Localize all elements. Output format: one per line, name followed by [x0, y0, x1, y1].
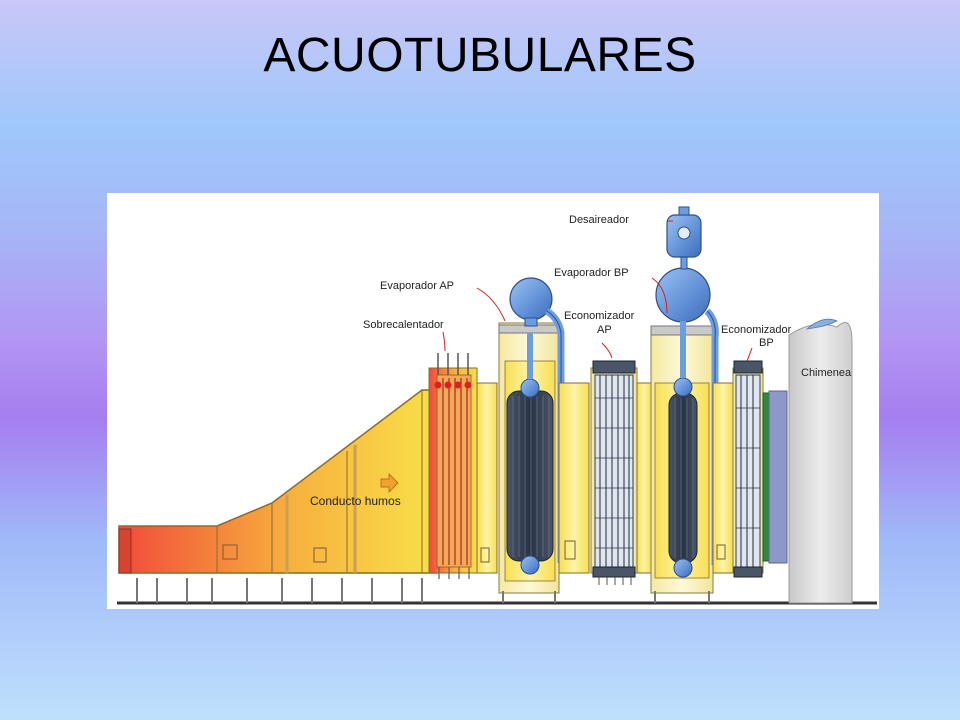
boiler-diagram: Desaireador Evaporador AP Evaporador BP …	[107, 193, 879, 609]
chimenea-stack	[788, 318, 853, 604]
evaporador-ap-section	[498, 277, 590, 603]
label-evaporador-bp: Evaporador BP	[554, 267, 629, 279]
label-economizador-ap-line1: Economizador	[564, 310, 635, 322]
label-economizador-bp-line2: BP	[759, 337, 774, 349]
duct-supports	[136, 578, 423, 603]
label-leaders	[442, 220, 753, 362]
label-evaporador-ap: Evaporador AP	[380, 280, 454, 292]
economizador-bp-section	[732, 360, 788, 578]
label-economizador-bp-line1: Economizador	[721, 324, 792, 336]
label-conducto-humos: Conducto humos	[310, 494, 401, 508]
label-sobrecalentador: Sobrecalentador	[363, 319, 444, 331]
evaporador-bp-section	[650, 206, 734, 603]
sobrecalentador-section	[428, 353, 498, 579]
label-desaireador: Desaireador	[569, 214, 629, 226]
flow-arrow-icon	[380, 472, 399, 494]
economizador-ap-section	[590, 360, 652, 585]
label-economizador-ap-line2: AP	[597, 324, 612, 336]
slide-title: ACUOTUBULARES	[263, 29, 697, 82]
label-chimenea: Chimenea	[801, 367, 852, 379]
